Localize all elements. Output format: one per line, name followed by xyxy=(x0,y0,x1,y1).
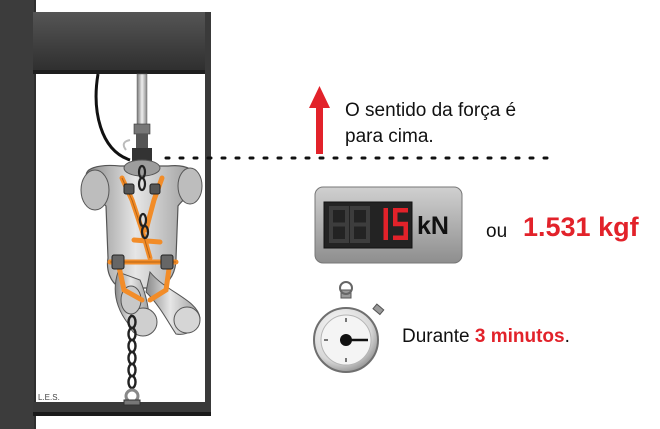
lower-chain xyxy=(123,314,141,406)
or-label: ou xyxy=(486,221,508,242)
up-arrow-icon xyxy=(309,86,330,154)
display-unit-label: kN xyxy=(417,212,449,240)
display-segment xyxy=(383,208,388,224)
suspension-rod xyxy=(94,73,152,162)
kgf-equivalent-value: 1.531 kgf xyxy=(523,212,639,242)
watermark-label: L.E.S. xyxy=(38,393,60,402)
test-frame xyxy=(0,0,211,429)
stopwatch-icon xyxy=(313,281,385,373)
force-direction-line-1: O sentido da força é xyxy=(345,100,517,121)
display-segment xyxy=(393,208,398,224)
display-segment xyxy=(393,235,408,240)
harness-figure xyxy=(80,159,203,337)
display-digits xyxy=(383,208,408,240)
display-segment xyxy=(383,224,388,240)
display-segment xyxy=(393,208,408,213)
force-direction-line-2: para cima. xyxy=(345,126,434,147)
force-direction-text: O sentido da força é para cima. xyxy=(345,98,585,150)
duration-prefix: Durante xyxy=(402,326,475,347)
duration-text: Durante 3 minutos. xyxy=(402,326,570,348)
duration-value: 3 minutos xyxy=(474,326,565,347)
digital-display xyxy=(314,186,463,264)
display-segment xyxy=(393,221,408,227)
display-segment xyxy=(403,224,408,240)
duration-suffix: . xyxy=(564,326,570,347)
